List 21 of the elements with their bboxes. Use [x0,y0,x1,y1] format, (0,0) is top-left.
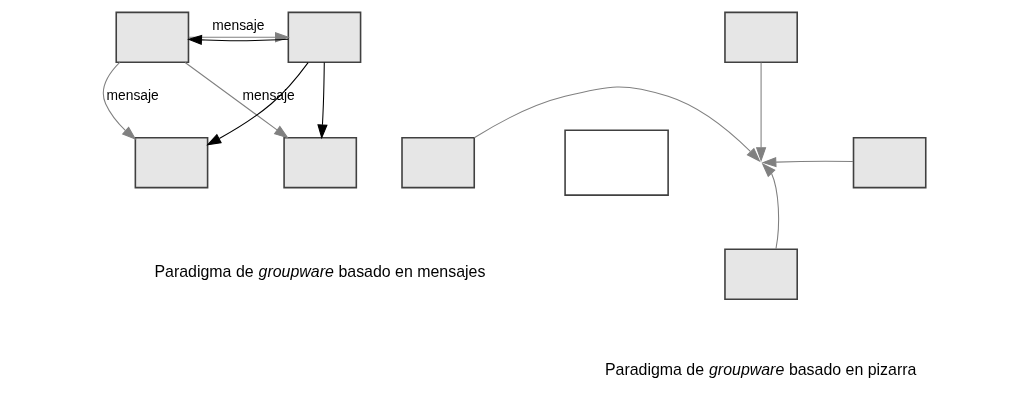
label: Paradigma de groupware basado en mensajes [154,262,486,280]
node-box [283,136,358,189]
node-box [115,11,190,64]
arrow [206,62,309,146]
label: Paradigma de groupware basado en pizarra [604,361,917,379]
arrow [184,61,289,139]
node-box [724,248,798,300]
node-box [134,136,209,189]
arrow [473,86,761,163]
node-box [852,136,927,189]
arrow [102,61,137,141]
arrow [761,162,780,250]
edge-label: mensaje [106,86,159,103]
node-box [287,11,362,64]
node-box [401,136,476,189]
arrow [317,62,328,140]
node-box [724,11,798,64]
arrow [746,61,767,163]
node-box [564,129,669,196]
arrow [761,156,854,178]
edge-label: mensaje [212,17,265,34]
